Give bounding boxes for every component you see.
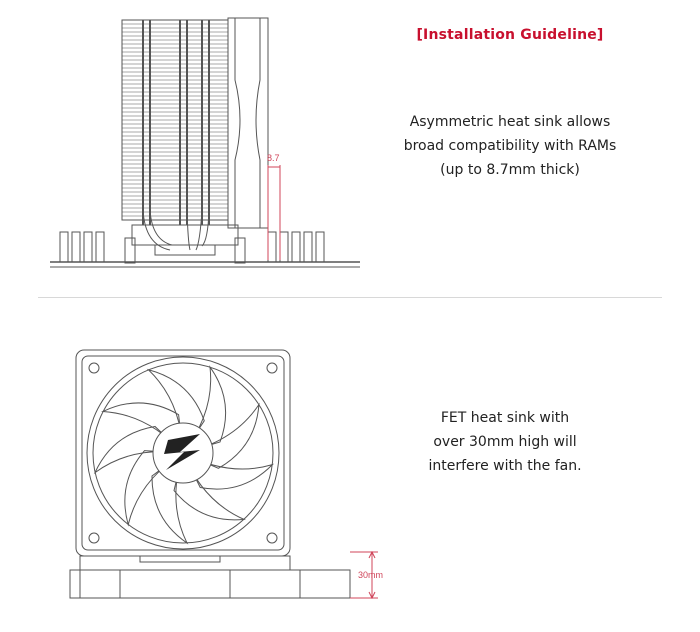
ram-clearance-label: 8.7 bbox=[267, 153, 280, 163]
ram-compatibility-text: Asymmetric heat sink allows broad compat… bbox=[385, 110, 635, 182]
fan-blade bbox=[181, 365, 227, 454]
fan-blades bbox=[93, 365, 275, 545]
brand-logo-icon bbox=[164, 434, 200, 470]
fan-blade bbox=[124, 450, 185, 527]
fan-blade bbox=[181, 451, 275, 490]
fan-blade bbox=[181, 402, 260, 469]
heatsink-fins bbox=[122, 23, 228, 217]
text-line: Asymmetric heat sink allows bbox=[409, 114, 611, 130]
text-line: over 30mm high will bbox=[433, 434, 577, 450]
text-line: (up to 8.7mm thick) bbox=[440, 162, 580, 178]
text-line: FET heat sink with bbox=[440, 410, 570, 426]
fan-ring bbox=[86, 356, 280, 550]
installation-guideline-title: [Installation Guideline] bbox=[416, 27, 604, 43]
text-line: broad compatibility with RAMs bbox=[403, 138, 617, 154]
fan-blade bbox=[146, 368, 205, 455]
text-line: interfere with the fan. bbox=[428, 458, 582, 474]
fet-clearance-dimension bbox=[350, 550, 378, 600]
fan-blade bbox=[173, 451, 246, 521]
fet-clearance-label: 30mm bbox=[358, 570, 383, 580]
heatsink-side-view-illustration: 8.7 bbox=[50, 17, 360, 268]
ram-clearance-dimension bbox=[267, 165, 281, 260]
fan-blade bbox=[93, 425, 185, 475]
fan-blade bbox=[101, 402, 184, 455]
section-divider bbox=[38, 297, 662, 298]
fet-warning-text: FET heat sink with over 30mm high will i… bbox=[400, 406, 610, 478]
fan-blade bbox=[151, 451, 189, 545]
cooler-fan-front-view-illustration: 30mm bbox=[69, 349, 383, 600]
